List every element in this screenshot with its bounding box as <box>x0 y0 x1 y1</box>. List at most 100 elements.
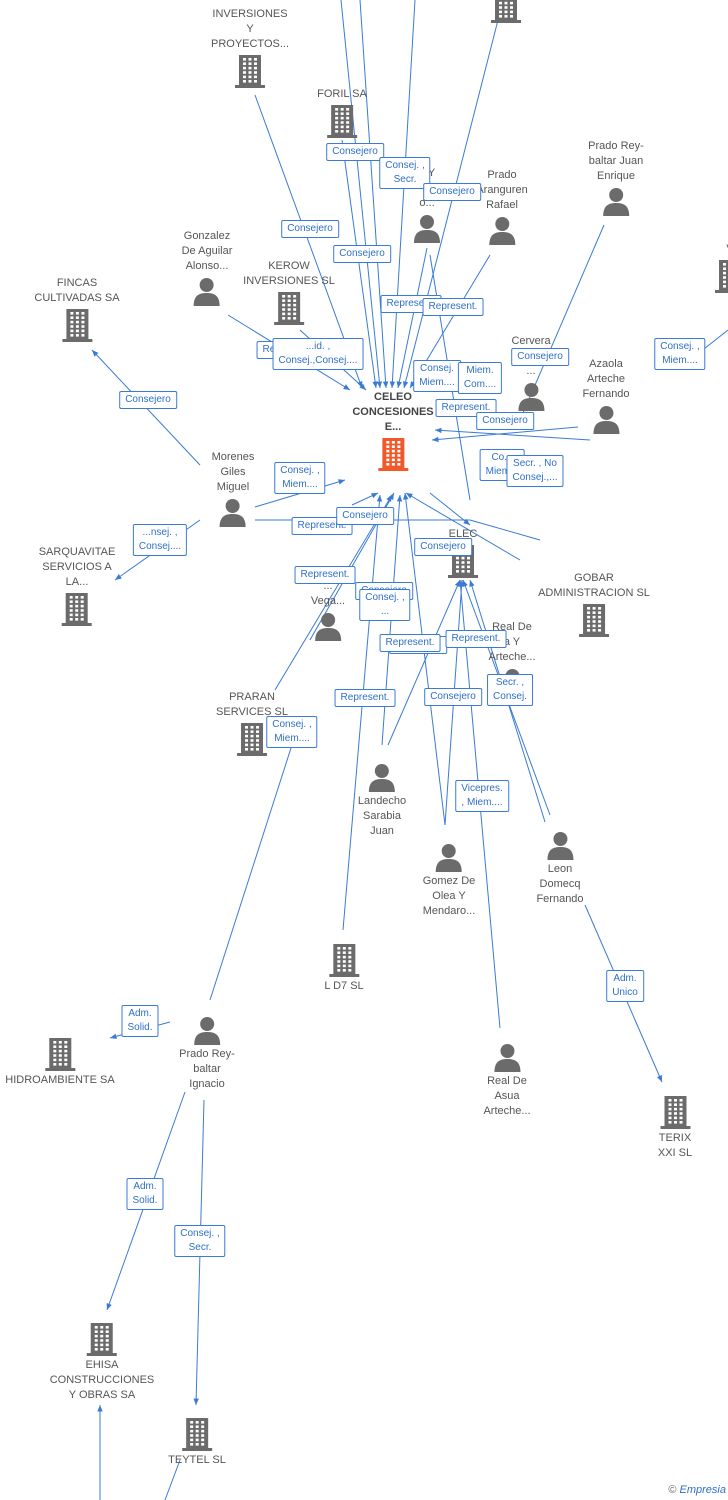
edge-role-label[interactable]: Consejero <box>326 143 384 161</box>
edge-role-label[interactable]: Secr. ,Consej. <box>487 674 533 706</box>
edge-role-label[interactable]: ...nsej. ,Consej.... <box>132 524 188 556</box>
edge-role-text: Adm. <box>133 1181 157 1192</box>
edge-role-text: Miem.... <box>274 733 310 744</box>
edge-role-text: Secr. , No <box>513 458 557 469</box>
edge-role-label[interactable]: Consej. ,Secr. <box>174 1225 226 1257</box>
arrowhead <box>110 1033 117 1039</box>
relationship-edge <box>431 426 579 441</box>
node-label-line: V <box>714 242 728 257</box>
building-icon <box>329 944 359 977</box>
edge-role-label[interactable]: Consej. ,Secr. <box>379 157 431 189</box>
edge-role-text: , Miem.... <box>461 797 503 808</box>
company-node[interactable]: TEYTEL SL <box>168 1415 226 1468</box>
node-label-line: GOBAR <box>574 572 614 584</box>
edge-role-label[interactable]: Represent. <box>294 566 356 584</box>
edge-role-label[interactable]: Represent. <box>422 298 484 316</box>
edge-role-label[interactable]: Adm.Unico <box>606 970 644 1002</box>
edge-role-label[interactable]: Consej. ,Miem.... <box>274 462 326 494</box>
company-node[interactable]: HIDROAMBIENTE SA <box>5 1035 115 1088</box>
person-icon <box>602 188 629 216</box>
node-label-line: Y <box>246 23 254 35</box>
node-label-line: Prado Rey- <box>588 140 644 152</box>
edge-role-label[interactable]: Consej. , Miem.... <box>266 716 318 748</box>
arrowhead <box>396 381 402 388</box>
edge-role-label[interactable]: Consejero <box>336 507 394 525</box>
edge-role-label[interactable]: Consejero <box>281 220 339 238</box>
edge-role-label[interactable]: Consejero <box>119 391 177 409</box>
brand-logo[interactable]: Empresia <box>679 1484 726 1496</box>
edge-role-text: Co... <box>491 452 513 463</box>
edge-role-label[interactable]: Consejero <box>414 538 472 556</box>
company-node[interactable]: FORIL SA <box>317 87 367 140</box>
edge-role-label[interactable]: Represent. <box>379 634 441 652</box>
edge-role-text: Adm. <box>128 1008 152 1019</box>
node-label-line: CULTIVADAS SA <box>34 292 120 304</box>
edge-role-label[interactable]: Represent. <box>334 689 396 707</box>
edge-role-label[interactable]: Represent. <box>445 630 507 648</box>
node-label-line: Landecho <box>357 795 407 807</box>
edge-role-label[interactable]: Consejero <box>476 412 534 430</box>
company-node[interactable]: L D7 SL <box>324 941 364 994</box>
person-icon <box>547 832 573 860</box>
edge-role-label[interactable]: ...id. ,Consej.,Consej.... <box>272 338 364 370</box>
person-icon <box>489 217 515 245</box>
node-label-line: Arteche... <box>483 1105 531 1117</box>
edge-role-label[interactable]: Vicepres., Miem.... <box>455 780 509 812</box>
person-icon <box>414 215 440 243</box>
edge-role-label[interactable]: Consejero <box>333 245 391 263</box>
edge-role-text: Consejero <box>430 691 476 702</box>
company-node[interactable]: V <box>714 242 728 295</box>
edge-role-text: Consej. , <box>272 719 312 730</box>
company-node[interactable]: TERIX XXI SL <box>649 1093 702 1161</box>
edge-role-label[interactable]: Adm.Solid. <box>121 1005 159 1037</box>
building-icon <box>234 55 265 88</box>
node-label-line: ... <box>526 365 536 377</box>
building-icon <box>61 593 92 626</box>
arrowhead <box>371 493 378 499</box>
node-label-line: baltar Juan <box>588 155 644 167</box>
node-label-line: Gomez De <box>422 875 476 887</box>
edge-role-text: Secr. , <box>495 677 525 688</box>
edge-role-label[interactable]: Adm.Solid. <box>126 1178 164 1210</box>
company-node[interactable] <box>490 0 522 25</box>
person-node[interactable]: CerveraEarle... <box>511 334 551 413</box>
edge-role-label[interactable]: Consej.Miem.... <box>413 360 461 392</box>
edge-role-label[interactable]: Consejero <box>423 183 481 201</box>
person-icon <box>193 278 220 306</box>
edge-role-label[interactable]: Consejero <box>424 688 482 706</box>
edge-role-label[interactable]: Consejero <box>511 348 569 366</box>
edge-role-text: Com.... <box>463 379 497 390</box>
edge-role-label[interactable]: Miem.Com.... <box>457 362 503 394</box>
node-label-line: Asua <box>494 1090 520 1102</box>
relationship-edge <box>397 247 428 389</box>
node-label: TEYTEL SL <box>168 1453 226 1468</box>
edge-role-label[interactable]: Consej. ,... <box>359 589 411 621</box>
relationship-edge <box>341 139 377 389</box>
edge-role-label[interactable]: Consej. ,Miem.... <box>654 338 706 370</box>
edge-role-text: Consej. <box>420 363 454 374</box>
building-icon <box>660 1096 690 1129</box>
building-icon <box>377 438 408 471</box>
